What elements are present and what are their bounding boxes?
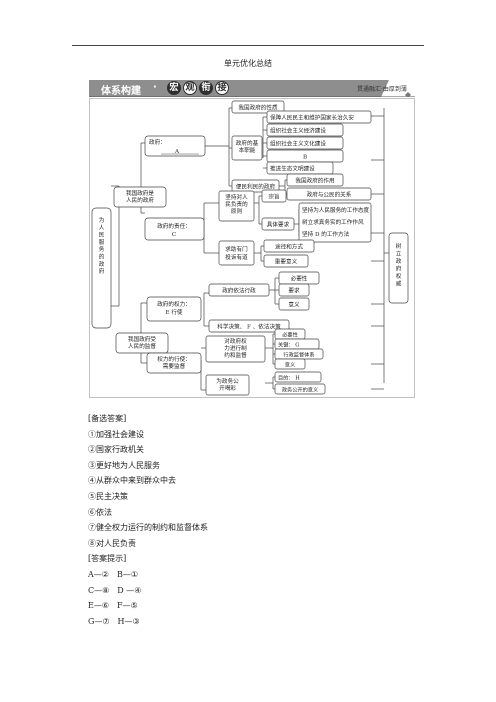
restrict-sub-3: 行政监督体系 <box>283 350 314 358</box>
function-label: 政府的基本职能 <box>236 139 259 154</box>
nature-box <box>231 100 285 114</box>
requirement-1: 坚持为人民服务的工作态度 <box>302 206 370 214</box>
section-banner: 体系构建 · 宏 观 衔 接 贯通融汇·由厚到薄 <box>89 80 415 97</box>
responsibility-label: 政府的责任：C <box>157 222 191 238</box>
supervise-label: 权力的行使：需要监督 <box>157 355 191 370</box>
channels-label: 求助有门投诉有道 <box>225 245 248 261</box>
root-label: 为人民服务的政府 <box>99 216 105 275</box>
answers-heading: [备选答案] <box>88 414 127 423</box>
channels-sub-1: 途径和方式 <box>275 243 303 251</box>
science-box <box>208 319 290 333</box>
header-rule <box>72 45 424 46</box>
root-box <box>91 207 112 329</box>
science-label: 科学决策、 F 、依法决策 <box>217 323 281 331</box>
channels-sub-2: 重要意义 <box>275 258 298 266</box>
nature-label: 我国政府的性质 <box>238 104 278 112</box>
hint-item: C—⑧ D —④ <box>88 585 142 595</box>
convenience-label: 便民利民的政府 <box>236 183 276 191</box>
banner-right-text: 贯通融汇·由厚到薄 <box>357 86 407 93</box>
function-item-1: 保障人民民主和维护国家长治久安 <box>270 114 354 122</box>
function-item-4: B <box>303 155 307 161</box>
open-box <box>205 374 250 396</box>
hint-item: G—⑦ H—③ <box>88 616 140 626</box>
answer-item: ④从群众中来到群众中去 <box>88 476 176 486</box>
answer-item: ①加强社会建设 <box>88 429 144 439</box>
diamond-icon <box>405 92 411 97</box>
concept-map-svg: 为人民服务的政府 树立政府权威 我国政府是人民的政府 我国政府受人民的监督 政府… <box>89 98 415 398</box>
answer-item: ⑥依法 <box>88 507 112 517</box>
answer-section: [备选答案] ①加强社会建设 ②国家行政机关 ③更好地为人民服务 ④从群众中来到… <box>88 411 418 629</box>
restrict-label: 对政府权力进行制约和监督 <box>224 337 247 359</box>
function-item-2: 组织社会主义经济建设 <box>270 127 326 135</box>
banner-char-3: 衔 <box>199 81 213 95</box>
open-label: 为政务公开喝彩 <box>216 377 239 392</box>
open-sub-1: 目的： H <box>278 373 300 381</box>
hint-item: E—⑥ F—⑤ <box>88 601 138 611</box>
banner-char-4: 接 <box>215 81 229 95</box>
principle-label: 坚持对人民负责的原则 <box>225 193 248 215</box>
principle-sub-1: 宗旨 <box>268 193 280 201</box>
page-title: 单元优化总结 <box>224 59 272 68</box>
hint-heading: [答案提示] <box>88 554 127 564</box>
channels-box <box>218 240 255 266</box>
answer-item: ⑧对人民负责 <box>88 538 136 548</box>
banner-dot: · <box>153 82 157 93</box>
law-sub-3: 意义 <box>288 301 300 309</box>
convenience-sub-2: 政府与公民的关系 <box>307 191 352 199</box>
principle-box <box>218 190 255 222</box>
law-label: 政府依法行政 <box>222 287 256 295</box>
answer-item: ②国家行政机关 <box>88 445 144 455</box>
restrict-sub-2: 关键： G <box>278 340 299 348</box>
banner-char-2: 观 <box>183 81 197 95</box>
open-sub-2: 政务公开的意义 <box>282 385 318 393</box>
concept-map: 为人民服务的政府 树立政府权威 我国政府是人民的政府 我国政府受人民的监督 政府… <box>89 98 415 398</box>
banner-char-1: 宏 <box>167 81 181 95</box>
duty-label: 政府： <box>149 138 166 146</box>
left-node-1-label: 我国政府是人民的政府 <box>126 189 154 204</box>
authority-label: 树立政府权威 <box>396 242 402 288</box>
banner-shape <box>89 80 415 97</box>
power-label: 政府的权力：E 行使 <box>157 300 191 316</box>
power-box <box>146 296 202 322</box>
function-item-3: 组织社会主义文化建设 <box>270 140 326 148</box>
answer-item: ⑦健全权力运行的制约和监督体系 <box>88 523 208 533</box>
restrict-box <box>205 335 266 363</box>
requirement-2: 树立求真务实的工作作风 <box>302 218 364 226</box>
banner-lead: 体系构建 <box>101 86 141 97</box>
restrict-sub-1: 必要性 <box>282 330 298 338</box>
restrict-sub-4: 意义 <box>285 360 295 368</box>
principle-sub-2: 具体要求 <box>267 221 290 229</box>
requirement-3: 坚持 D 的工作方法 <box>302 230 350 238</box>
responsibility-box <box>144 217 205 241</box>
supervise-box <box>146 352 202 374</box>
answer-item: ⑤民主决策 <box>88 491 128 501</box>
law-sub-2: 要求 <box>288 287 300 295</box>
function-box <box>231 135 263 161</box>
convenience-sub-1: 我国政府的作用 <box>295 177 334 185</box>
duty-box <box>144 135 206 157</box>
authority-box <box>388 232 409 304</box>
left-node-2-label: 我国政府受人民的监督 <box>128 335 156 350</box>
left-node-2-box <box>115 332 169 354</box>
hint-item: A—② B—① <box>88 569 138 579</box>
law-sub-1: 必要性 <box>291 275 308 283</box>
banner-bar <box>89 80 389 97</box>
convenience-box <box>231 179 280 193</box>
function-item-5: 推进生态文明建设 <box>270 165 315 173</box>
duty-blank-a: A <box>174 149 180 155</box>
left-node-1-box <box>113 186 167 208</box>
answer-item: ③更好地为人民服务 <box>88 460 160 470</box>
law-box <box>208 283 270 297</box>
